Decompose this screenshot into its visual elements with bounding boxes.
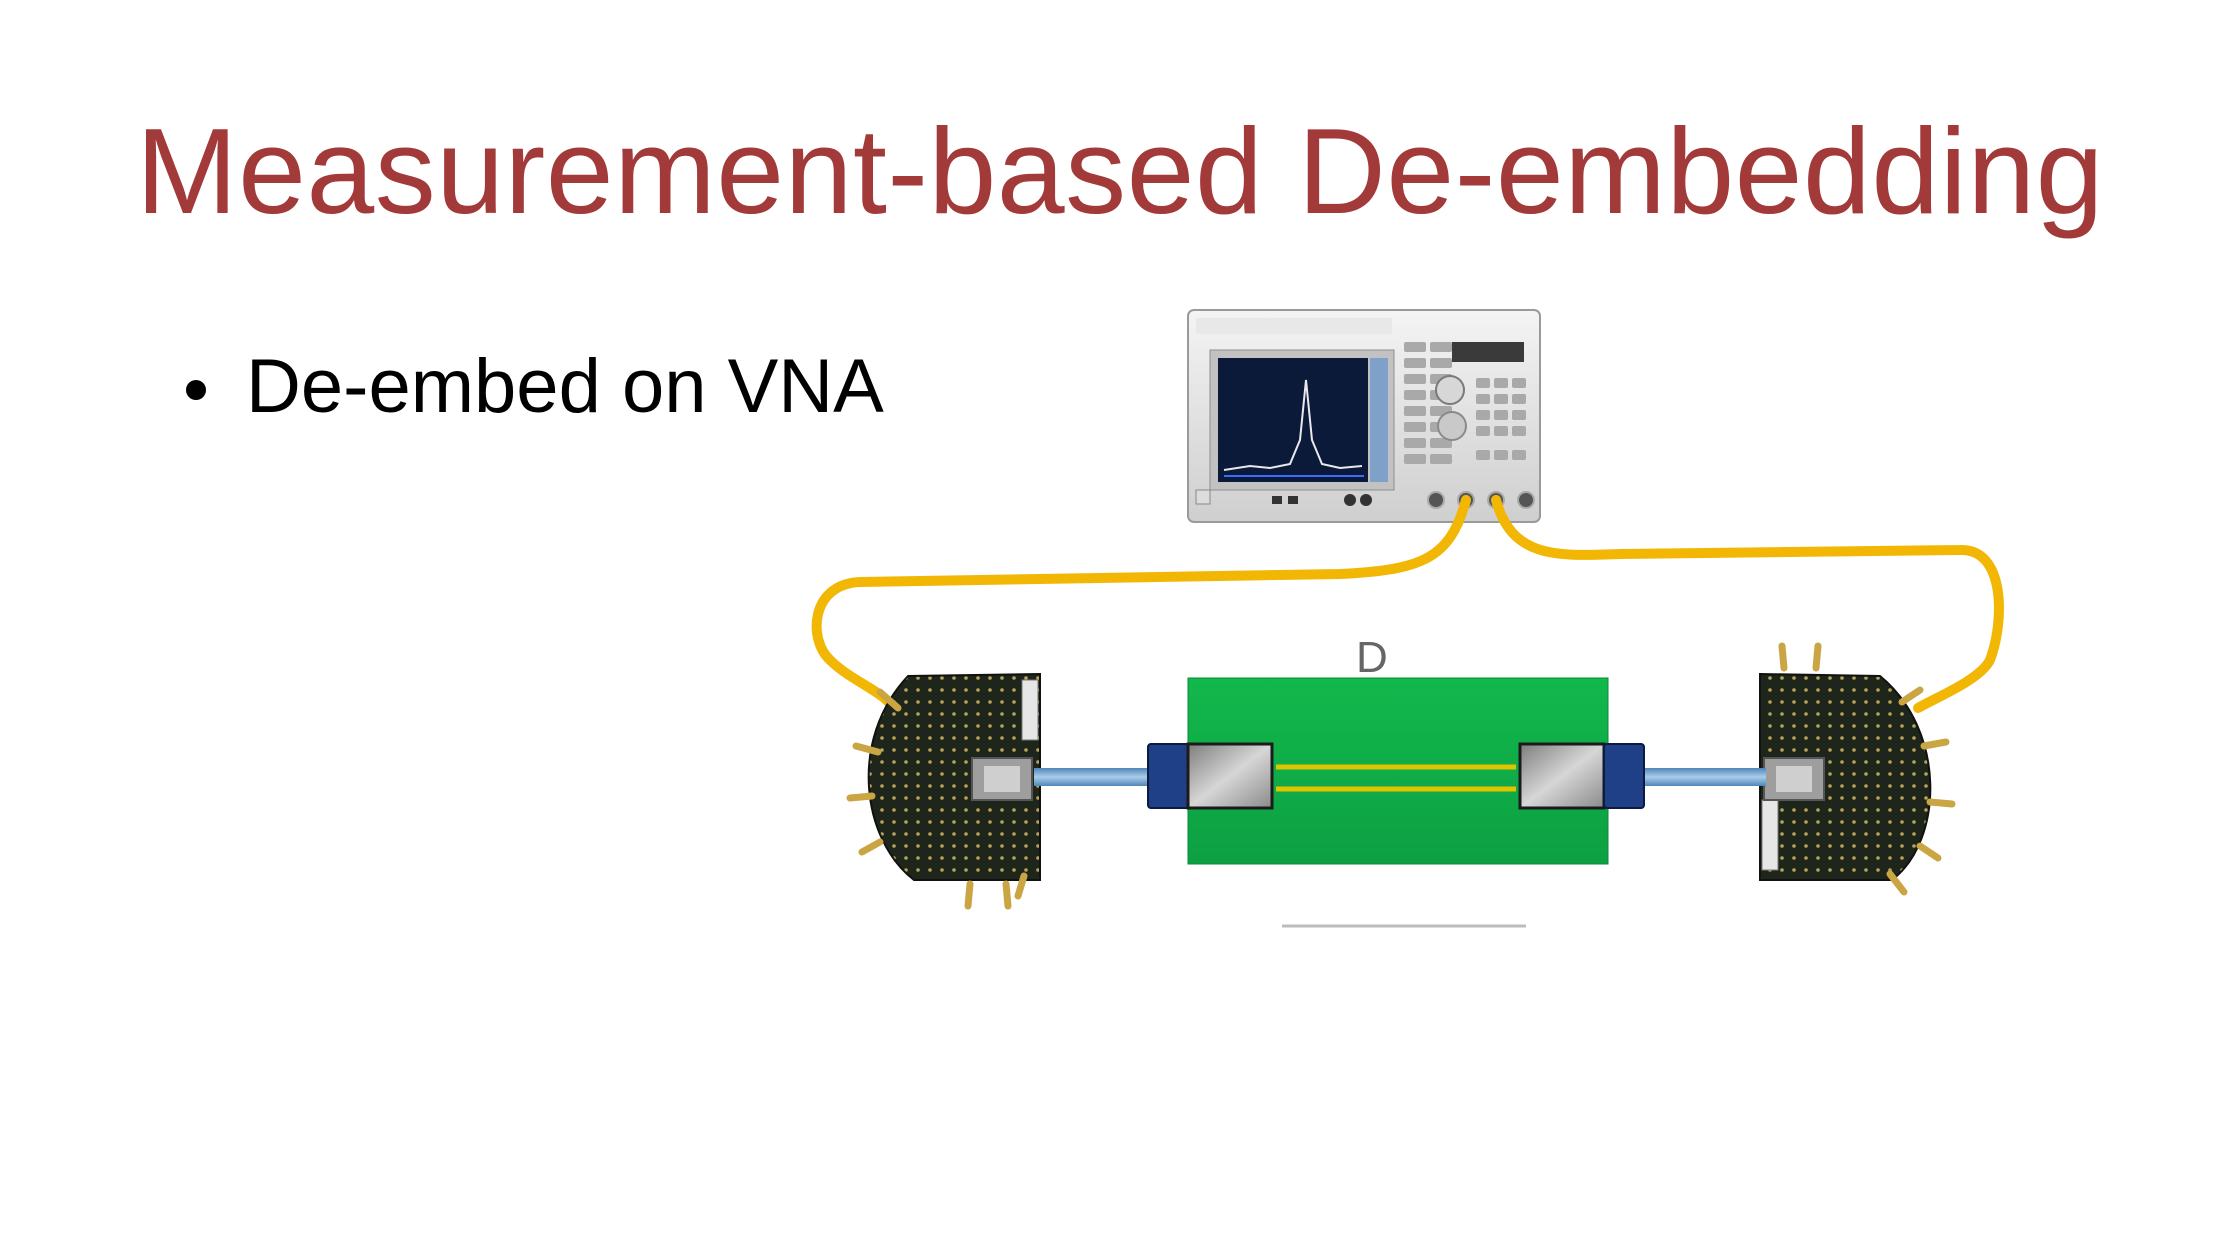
measurement-setup-diagram: D [811, 309, 2004, 928]
bullet-dot-icon [186, 380, 206, 400]
dut-label: D [1356, 633, 1388, 682]
probe-fixture-left [846, 672, 1041, 910]
bullet-text: De-embed on VNA [246, 344, 884, 429]
vna-screen [1218, 358, 1368, 482]
dut-board [1147, 677, 1645, 928]
interconnect-right [1638, 768, 1766, 786]
vna-trace [1223, 379, 1363, 471]
launch-right [1518, 742, 1606, 810]
vna-knob-icon [1435, 375, 1465, 405]
probe-fixture-right [1759, 642, 1956, 896]
bullet-list: De-embed on VNA [178, 342, 884, 432]
slide-title: Measurement-based De-embedding [135, 103, 2105, 239]
bullet-item: De-embed on VNA [178, 342, 884, 432]
test-cable-right [1491, 495, 2004, 713]
vna-instrument [1187, 309, 1541, 523]
connector-left [1147, 743, 1193, 809]
interconnect-left [1034, 768, 1156, 786]
launch-left [1186, 742, 1274, 810]
test-cable-left [811, 495, 1471, 711]
connector-right [1603, 743, 1645, 809]
